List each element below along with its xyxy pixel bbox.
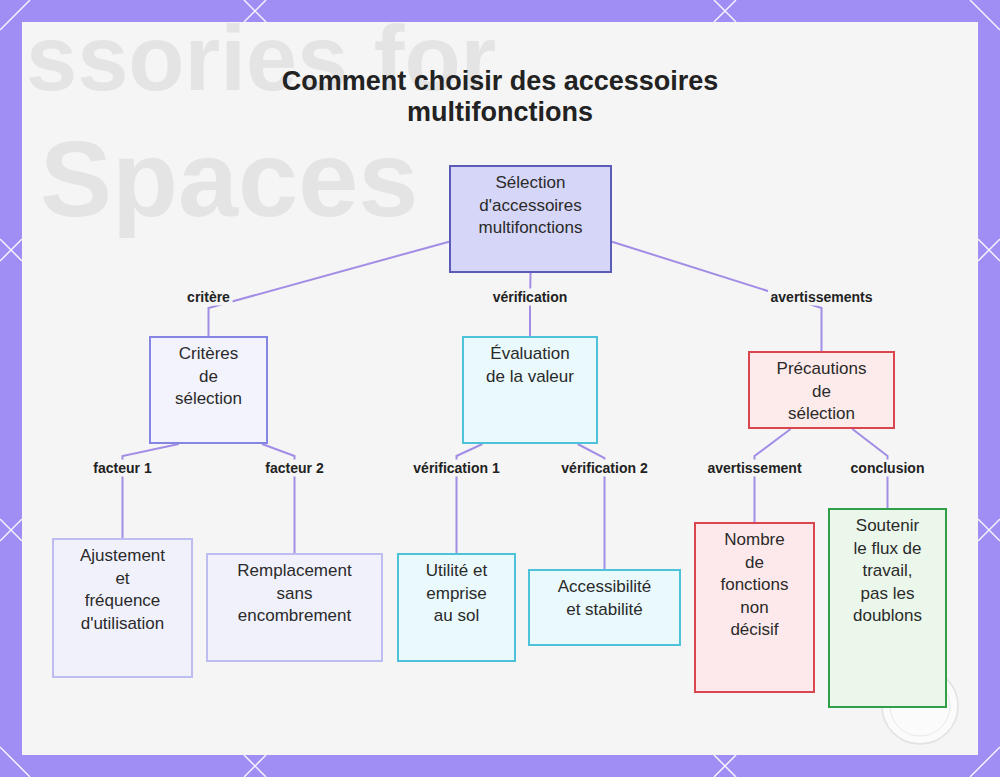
box-text: Précautions de sélection — [772, 358, 872, 426]
process-box: Nombre de fonctions non décisif — [694, 522, 815, 693]
box-text: Remplacement sans encombrement — [230, 560, 360, 628]
box-text: Ajustement et fréquence d'utilisation — [73, 545, 173, 635]
process-box: Remplacement sans encombrement — [206, 553, 383, 662]
process-box: Sélection d'accessoires multifonctions — [449, 165, 612, 273]
process-box: Ajustement et fréquence d'utilisation — [52, 538, 193, 678]
box-text: Critères de sélection — [169, 343, 249, 411]
edge-label: avertissement — [704, 460, 804, 477]
frame-line — [0, 519, 22, 541]
edge-label: vérification 1 — [410, 460, 502, 477]
box-text: Soutenir le flux de travail, pas les dou… — [850, 515, 925, 628]
frame-line — [0, 239, 22, 261]
diagram-title: Comment choisir des accessoires multifon… — [250, 66, 750, 128]
content-panel — [22, 22, 978, 755]
process-box: Utilité et emprise au sol — [397, 553, 516, 662]
edge-label: critère — [184, 289, 233, 306]
box-text: Accessibilité et stabilité — [552, 576, 657, 621]
watermark-text: Spaces — [40, 120, 418, 239]
edge-label: avertissements — [768, 289, 876, 306]
edge-label: conclusion — [848, 460, 928, 477]
edge-label: vérification — [490, 289, 571, 306]
edge-label: vérification 2 — [558, 460, 650, 477]
connector — [209, 242, 450, 336]
frame-line — [0, 239, 22, 261]
frame-line — [0, 519, 22, 541]
frame-line — [978, 239, 1000, 261]
frame-line — [978, 519, 1000, 541]
process-box: Évaluation de la valeur — [462, 336, 598, 444]
frame-line — [978, 239, 1000, 261]
process-box: Accessibilité et stabilité — [528, 569, 681, 646]
frame-line — [244, 755, 266, 777]
box-text: Utilité et emprise au sol — [418, 560, 496, 628]
box-text: Évaluation de la valeur — [485, 343, 575, 388]
frame-line — [714, 755, 736, 777]
process-box: Soutenir le flux de travail, pas les dou… — [828, 508, 947, 708]
process-box: Précautions de sélection — [748, 351, 895, 429]
frame-line — [978, 519, 1000, 541]
process-box: Critères de sélection — [149, 336, 268, 444]
box-text: Sélection d'accessoires multifonctions — [461, 172, 601, 240]
connector — [123, 444, 179, 538]
edge-label: facteur 1 — [90, 460, 154, 477]
edge-label: facteur 2 — [262, 460, 326, 477]
frame-line — [244, 755, 266, 777]
frame-line — [714, 0, 736, 22]
frame-line — [714, 0, 736, 22]
frame-line — [714, 755, 736, 777]
box-text: Nombre de fonctions non décisif — [710, 529, 800, 642]
